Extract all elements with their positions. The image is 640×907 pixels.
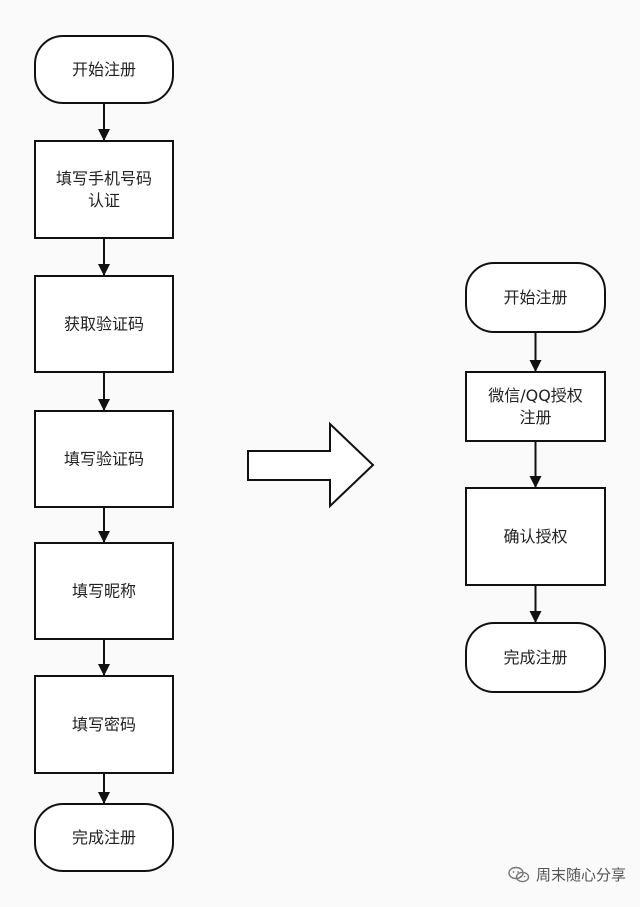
node-label: 获取验证码	[64, 315, 144, 334]
terminal-shape	[465, 622, 606, 693]
process-shape	[34, 275, 174, 373]
wechat-icon	[508, 866, 530, 882]
process-shape	[465, 371, 606, 442]
process-node: 获取验证码	[34, 275, 174, 373]
terminal-node: 开始注册	[465, 262, 606, 333]
process-node: 填写昵称	[34, 542, 174, 640]
node-label: 认证	[88, 191, 120, 210]
node-label: 完成注册	[72, 828, 136, 847]
node-label: 微信/QQ授权	[488, 386, 583, 405]
terminal-shape	[34, 803, 174, 872]
node-label: 确认授权	[503, 527, 567, 546]
process-node: 填写密码	[34, 675, 174, 774]
process-shape	[34, 410, 174, 508]
watermark: 周末随心分享	[508, 864, 626, 885]
process-shape	[34, 542, 174, 640]
process-shape	[465, 487, 606, 586]
process-shape	[34, 140, 174, 239]
node-label: 开始注册	[72, 60, 136, 79]
terminal-node: 完成注册	[34, 803, 174, 872]
process-node: 确认授权	[465, 487, 606, 586]
node-label: 注册	[519, 408, 551, 427]
watermark-text: 周末随心分享	[535, 866, 626, 884]
node-label: 填写手机号码	[56, 169, 152, 188]
process-shape	[34, 675, 174, 774]
node-label: 填写昵称	[72, 582, 136, 601]
terminal-node: 完成注册	[465, 622, 606, 693]
process-node: 填写验证码	[34, 410, 174, 508]
node-label: 填写验证码	[64, 450, 144, 469]
transition-arrow-icon	[247, 421, 375, 509]
node-label: 开始注册	[503, 288, 567, 307]
node-label: 填写密码	[72, 715, 136, 734]
node-label: 完成注册	[503, 648, 567, 667]
terminal-node: 开始注册	[34, 35, 174, 104]
